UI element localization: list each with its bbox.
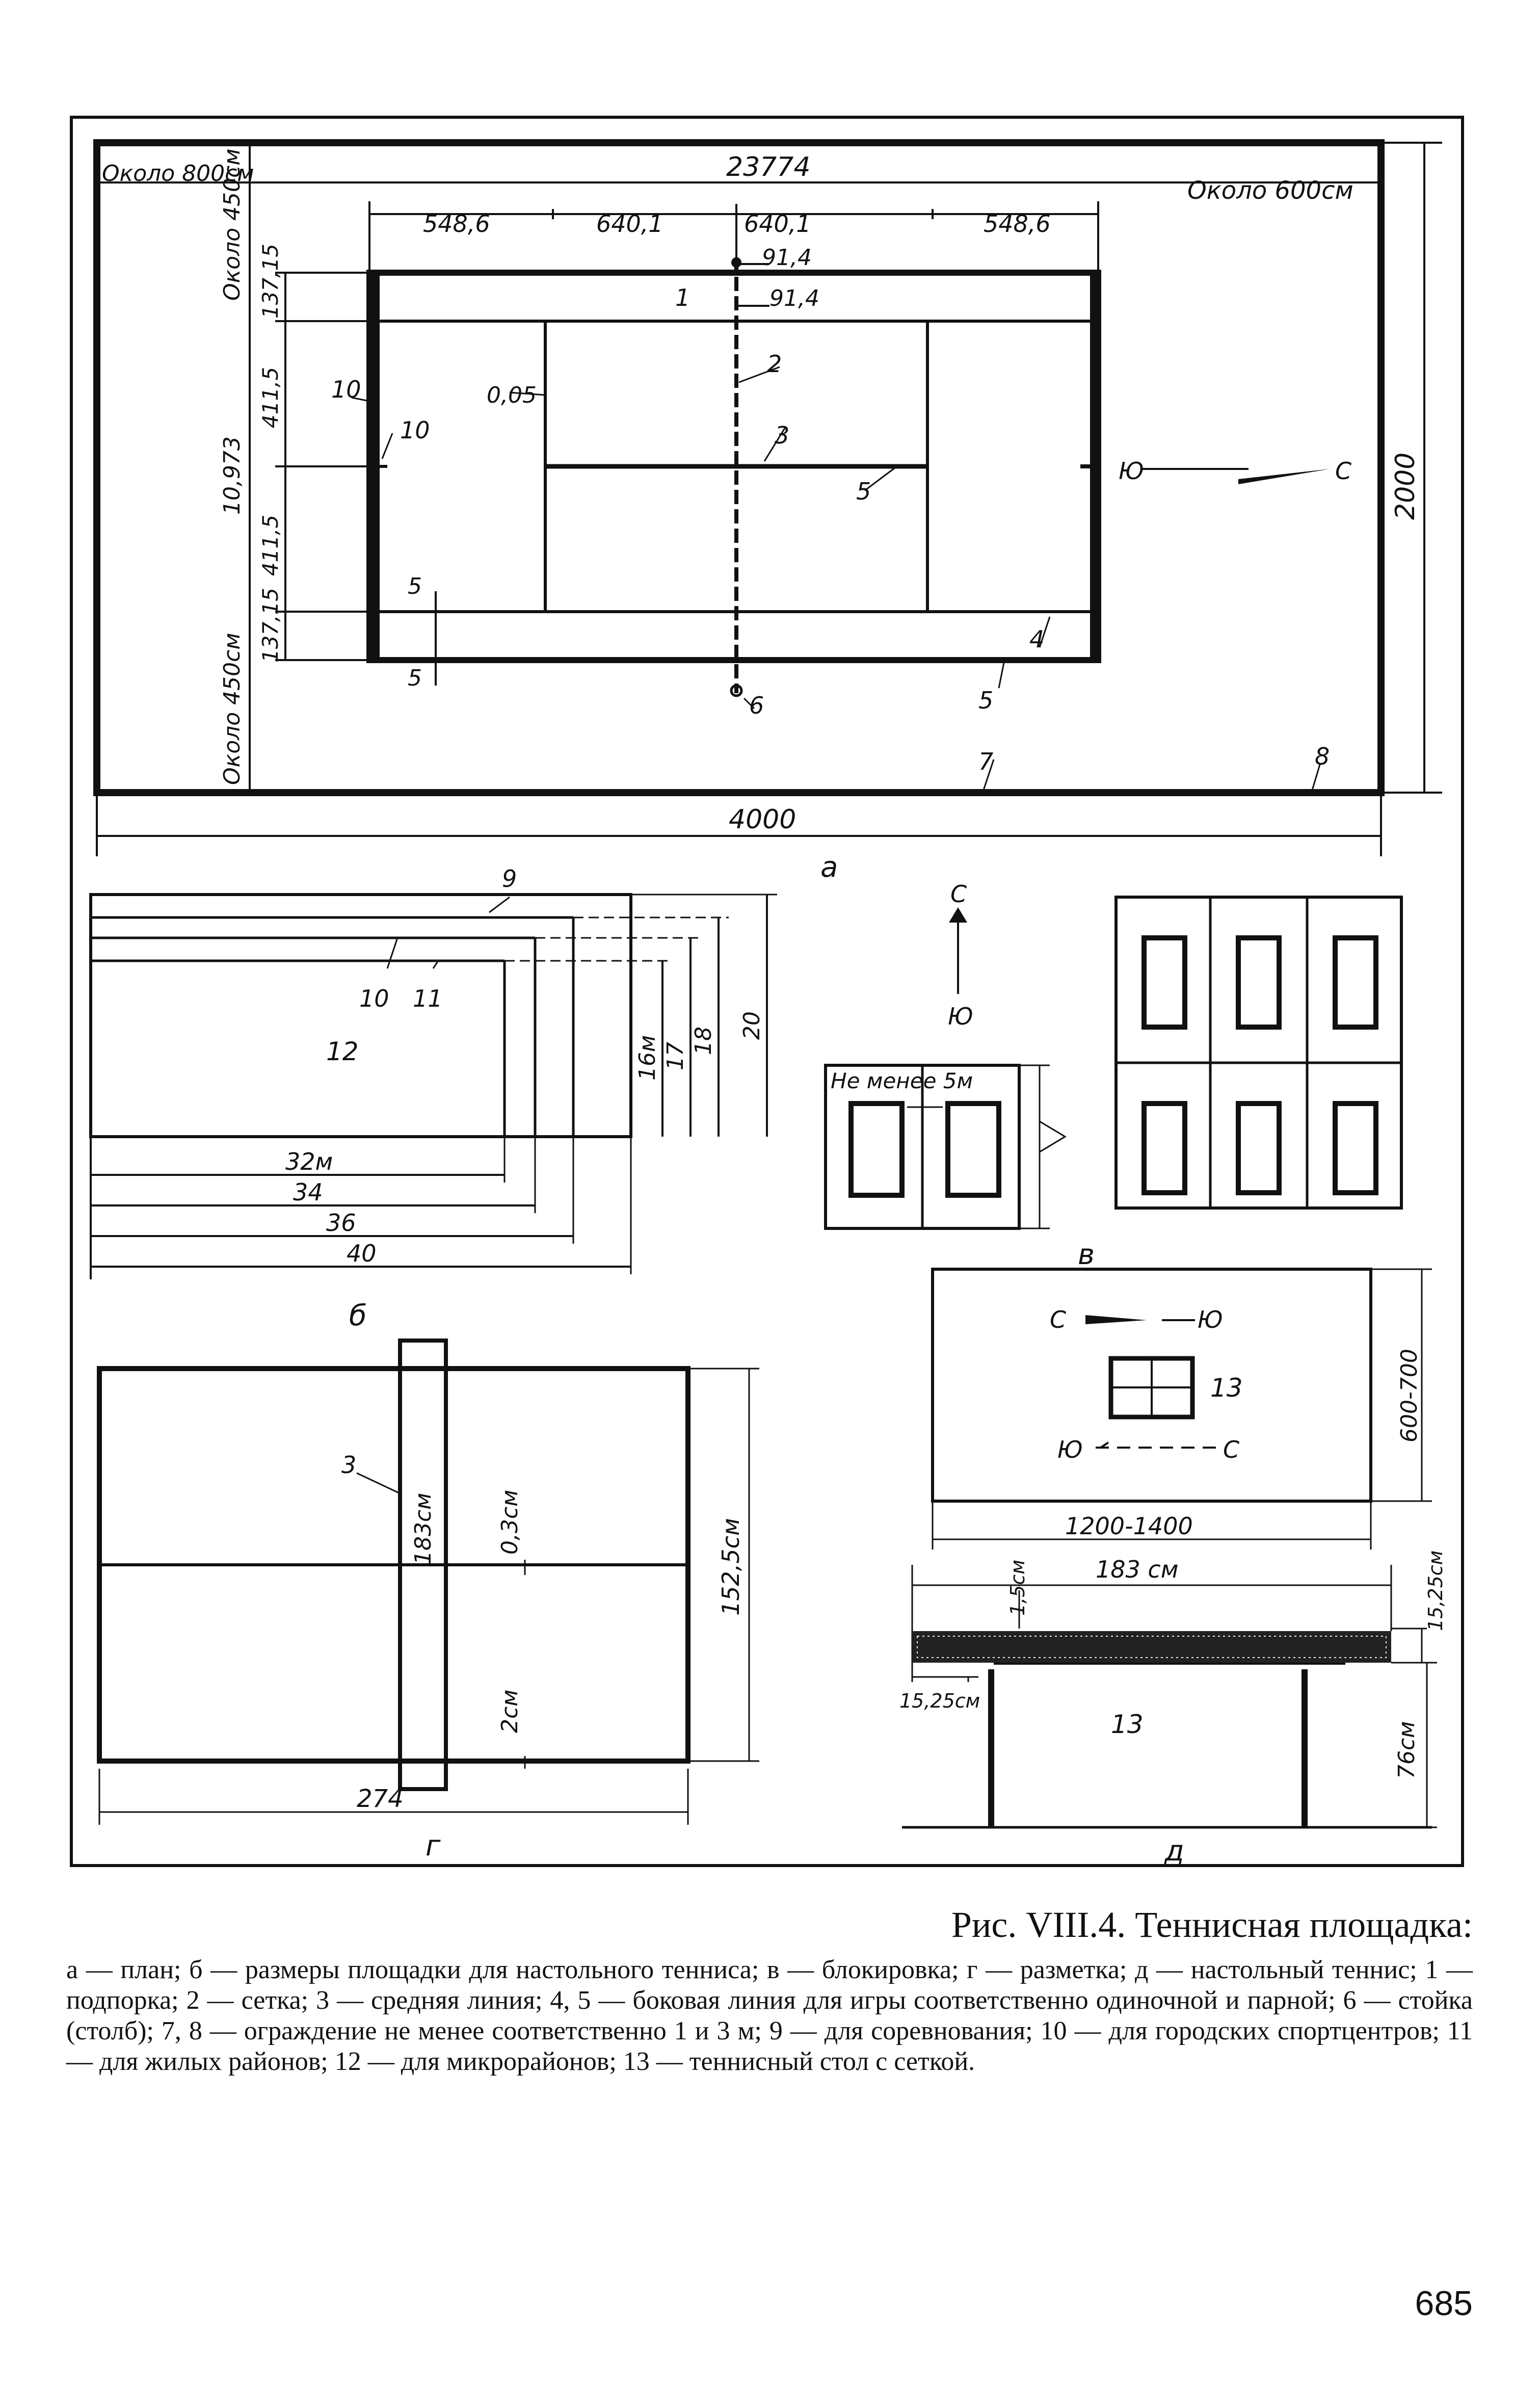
compass-arrow-table bbox=[1085, 1315, 1147, 1324]
sublabel-v: в bbox=[1078, 1238, 1095, 1271]
dim-total-length: 23774 bbox=[726, 152, 810, 182]
panel-plan: Около 800см 23774 Около 600см 548,6 640,… bbox=[93, 139, 1442, 884]
dim-seg3: 640,1 bbox=[744, 210, 811, 238]
callout-12: 12 bbox=[326, 1037, 359, 1066]
compass-arrow-plan bbox=[1238, 469, 1330, 484]
callout-6: 6 bbox=[749, 692, 764, 719]
callout-10: 10 bbox=[359, 985, 389, 1012]
dim-side-bottom: Около 450см bbox=[219, 633, 245, 785]
compass-top-left: С bbox=[1050, 1306, 1066, 1333]
callout-1: 1 bbox=[675, 284, 690, 311]
table-height-label: 76см bbox=[1394, 1721, 1420, 1779]
callout-7: 7 bbox=[978, 748, 993, 775]
dim-side-top: Около 450см bbox=[219, 148, 245, 301]
net-mesh bbox=[917, 1636, 1387, 1658]
callout-3: 3 bbox=[775, 422, 789, 449]
area-width-label: 600-700 bbox=[1396, 1349, 1422, 1442]
dim-seg2: 640,1 bbox=[596, 210, 663, 238]
length-40: 40 bbox=[347, 1240, 377, 1267]
table-length-label: 274 bbox=[357, 1785, 404, 1813]
compass-north-blocking: С bbox=[950, 880, 967, 908]
net-post-label: 1,5см bbox=[1006, 1560, 1029, 1616]
side-callout-13: 13 bbox=[1111, 1710, 1144, 1739]
callout-9: 9 bbox=[502, 865, 517, 893]
compass-bottom-right: С bbox=[1223, 1436, 1239, 1463]
net-post-bottom bbox=[730, 684, 743, 697]
net-overhang-label: 15,25см bbox=[899, 1690, 980, 1712]
panel-marking: 3 183см 0,3см 152,5см 2см 274 г bbox=[97, 1339, 759, 1862]
sublabel-b: б bbox=[349, 1299, 367, 1332]
length-34: 34 bbox=[293, 1178, 323, 1206]
sublabel-g: г bbox=[426, 1829, 441, 1862]
compass-top-right: Ю bbox=[1198, 1306, 1223, 1333]
area-40x20 bbox=[89, 893, 632, 1138]
fence-outer bbox=[93, 139, 1385, 796]
callout-10a: 10 bbox=[331, 376, 361, 403]
callout-8: 8 bbox=[1315, 743, 1330, 770]
dim-fence-length: 4000 bbox=[729, 804, 796, 835]
compass-north-plan: С bbox=[1335, 457, 1351, 485]
panel-table-side: С Ю Ю С 13 600-700 1200-1400 183 см 1,5с… bbox=[899, 1268, 1447, 1868]
table-callout-13: 13 bbox=[1210, 1373, 1243, 1403]
width-16: 16м bbox=[634, 1035, 660, 1081]
dim-right-runout: Около 600см bbox=[1187, 176, 1353, 205]
callout-4: 4 bbox=[1029, 625, 1044, 653]
dim-line-width: 0,05 bbox=[487, 382, 537, 408]
compass-bottom-left: Ю bbox=[1057, 1436, 1083, 1463]
dim-5b: 5 bbox=[408, 665, 422, 691]
compass-arrow-north bbox=[949, 907, 967, 923]
compass-south-plan: Ю bbox=[1119, 457, 1144, 485]
net-width-label: 183см bbox=[410, 1493, 436, 1565]
figure-caption-title: Рис. VIII.4. Теннисная площадка: bbox=[951, 1904, 1473, 1945]
compass-south-blocking: Ю bbox=[948, 1003, 973, 1030]
width-20: 20 bbox=[739, 1011, 765, 1040]
dim-seg1: 548,6 bbox=[423, 210, 490, 238]
callout-11: 11 bbox=[413, 985, 443, 1012]
net-length-label: 183 см bbox=[1096, 1556, 1178, 1583]
page-number: 685 bbox=[1415, 2284, 1473, 2323]
callout-10b: 10 bbox=[400, 416, 430, 444]
dim-half-top: 411,5 bbox=[258, 367, 283, 428]
callout-5b: 5 bbox=[978, 687, 993, 714]
net-post-top bbox=[731, 257, 741, 268]
dim-half-bottom: 411,5 bbox=[258, 515, 283, 576]
area-length-label: 1200-1400 bbox=[1065, 1512, 1193, 1540]
panel-blocking: С Ю Не менее 5м в bbox=[824, 880, 1403, 1271]
dim-alley-bottom: 137,15 bbox=[258, 588, 283, 663]
center-line-label: 0,3см bbox=[497, 1490, 523, 1555]
panel-table-tennis-sizes: 9 10 11 12 16м 17 18 20 32м 34 36 40 б bbox=[89, 865, 777, 1332]
dim-left-runout: Около 800см bbox=[102, 161, 254, 187]
spacing-label: Не менее 5м bbox=[831, 1068, 973, 1093]
net-height-label: 15,25см bbox=[1424, 1551, 1447, 1631]
callout-5a: 5 bbox=[856, 478, 871, 505]
figure-caption-body: а — план; б — размеры площадки для насто… bbox=[66, 1955, 1473, 2076]
width-18: 18 bbox=[691, 1027, 716, 1055]
marking-callout-3: 3 bbox=[341, 1451, 356, 1479]
width-17: 17 bbox=[662, 1042, 688, 1070]
sublabel-d: д bbox=[1164, 1834, 1184, 1868]
table-width-label: 152,5см bbox=[717, 1518, 745, 1616]
dim-fence-width: 2000 bbox=[1390, 453, 1421, 520]
dim-alley-top: 137,15 bbox=[258, 244, 283, 319]
dim-net-post-2: 91,4 bbox=[769, 285, 819, 311]
dim-seg4: 548,6 bbox=[984, 210, 1051, 238]
length-32: 32м bbox=[285, 1148, 333, 1175]
callout-2: 2 bbox=[767, 350, 782, 378]
length-36: 36 bbox=[326, 1209, 356, 1237]
figure-frame bbox=[70, 116, 1464, 1867]
sublabel-a: а bbox=[820, 851, 838, 884]
dim-5a: 5 bbox=[408, 573, 422, 599]
dim-width: 10,973 bbox=[219, 436, 245, 515]
dim-net-post-1: 91,4 bbox=[762, 245, 812, 271]
playing-area bbox=[931, 1268, 1372, 1503]
edge-line-label: 2см bbox=[497, 1690, 523, 1733]
